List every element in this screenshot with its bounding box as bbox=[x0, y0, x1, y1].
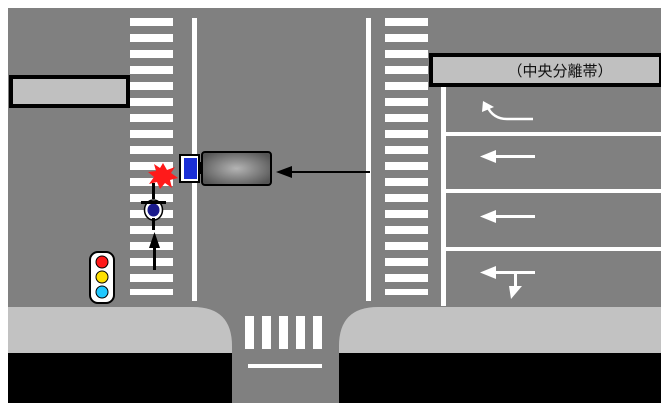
collision-burst-icon bbox=[148, 163, 178, 189]
curb-bottom-right bbox=[339, 353, 661, 403]
truck-body bbox=[201, 151, 272, 186]
median-left bbox=[9, 75, 130, 108]
signal-yellow-light bbox=[95, 270, 109, 284]
lane-divider bbox=[446, 132, 661, 136]
straight-left-turn-arrow-icon bbox=[480, 266, 535, 299]
lane-edge-line bbox=[441, 87, 446, 306]
crosswalk-bottom bbox=[245, 316, 322, 349]
median-label: （中央分離帯） bbox=[507, 62, 612, 80]
left-curve-arrow-icon bbox=[482, 101, 533, 121]
lane-divider bbox=[446, 189, 661, 193]
stop-line-right bbox=[366, 18, 371, 301]
lane-divider bbox=[446, 247, 661, 251]
truck-direction-arrow-icon bbox=[276, 166, 370, 178]
traffic-signal bbox=[89, 251, 115, 304]
median-right bbox=[429, 53, 661, 87]
sidewalk-right bbox=[339, 307, 661, 353]
signal-blue-light bbox=[95, 285, 109, 299]
straight-left-arrow-icon bbox=[480, 150, 535, 163]
curb-bottom-left bbox=[8, 353, 232, 403]
truck-coupling bbox=[198, 162, 203, 174]
stop-line-bottom bbox=[248, 364, 322, 368]
bicycle-icon bbox=[141, 183, 166, 230]
straight-left-arrow-icon bbox=[480, 210, 535, 223]
sidewalk-left bbox=[8, 307, 232, 353]
bicycle-direction-arrow-icon bbox=[149, 232, 160, 270]
signal-red-light bbox=[95, 255, 109, 269]
crosswalk-right bbox=[385, 18, 428, 295]
truck-cab-window bbox=[184, 158, 197, 179]
truck bbox=[179, 151, 272, 186]
